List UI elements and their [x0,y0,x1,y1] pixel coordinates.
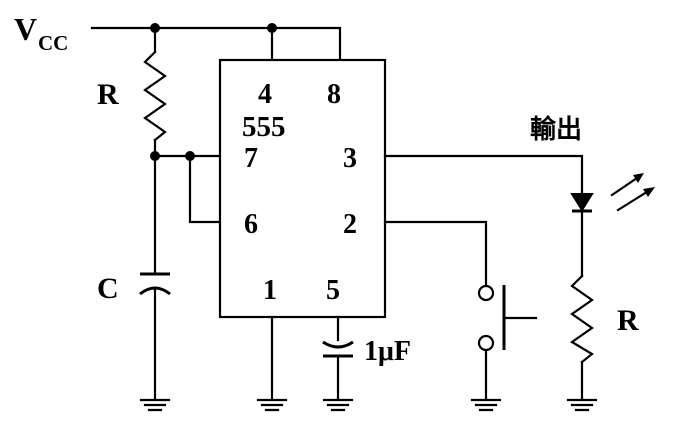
resistor-left-label: R [97,78,119,111]
resistor-right [569,274,594,364]
ground-left [139,398,171,412]
switch-contact-top [477,284,495,302]
pin6-label: 6 [244,209,258,240]
pin5-label: 5 [326,275,340,306]
pin8-label: 8 [327,79,341,110]
pin6-wire [188,154,222,224]
ic-555-body [218,58,387,319]
pin4-label: 4 [258,79,272,110]
pin1-label: 1 [263,275,277,306]
capacitor-pin5-plate-top [322,340,354,349]
vcc-subscript: CC [38,31,68,55]
junction-left-node [150,151,160,161]
pin3-wire [383,154,584,196]
junction-vcc-left [150,23,160,33]
capacitor-pin5-value: 1μF [364,336,411,367]
junction-vcc-pin4 [267,23,277,33]
ground-pin5 [322,398,354,412]
capacitor-left-label: C [97,272,119,305]
vcc-rail [90,26,342,62]
led [570,193,594,213]
pin7-label: 7 [244,143,258,174]
pin3-label: 3 [343,143,357,174]
resistor-right-label: R [617,304,639,337]
ground-switch [470,398,502,412]
vcc-label: V [14,11,37,47]
pin2-wire [383,220,488,287]
resistor-left [143,50,167,142]
ground-pin1 [256,398,288,412]
output-label: 輸出 [530,114,582,145]
junction-pin7-pin6 [185,151,195,161]
pin2-label: 2 [343,209,357,240]
chip-name: 555 [242,111,286,143]
ground-right [566,398,598,412]
switch-contact-bottom [477,334,495,352]
light-emission-arrows [610,173,655,212]
